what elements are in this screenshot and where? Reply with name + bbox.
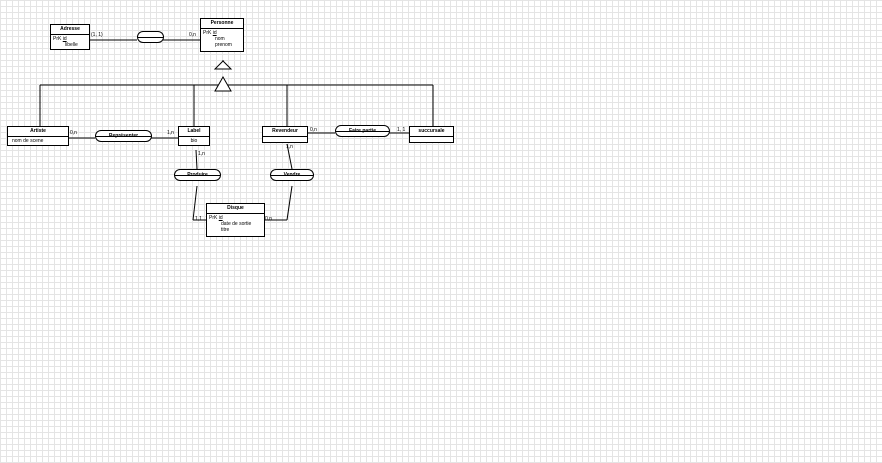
relation-produire[interactable]: Produire — [174, 169, 221, 181]
inheritance-triangle-top — [213, 60, 233, 70]
entity-adresse-attr: libelle — [65, 42, 78, 48]
entity-disque-title: Disque — [207, 204, 264, 214]
inheritance-triangle-bottom — [214, 75, 232, 92]
entity-disque-pk: id — [218, 215, 223, 221]
entity-personne-pk-label: PrK — [203, 30, 212, 36]
relation-represente[interactable]: Représenter — [95, 130, 152, 142]
entity-disque-pk-label: PrK — [209, 215, 218, 221]
entity-label-attr: bio — [190, 138, 198, 144]
entity-personne-body: PrK id nom prenom — [201, 29, 243, 51]
entity-adresse[interactable]: Adresse PrK id libelle — [50, 24, 90, 50]
entity-disque[interactable]: Disque PrK id date de sortie titre — [206, 203, 265, 237]
entity-disque-body: PrK id date de sortie titre — [207, 214, 264, 236]
cardinality-revendeur: 0,n — [310, 127, 317, 133]
cardinality-adresse: (1, 1) — [91, 32, 103, 38]
entity-revendeur[interactable]: Revendeur — [262, 126, 308, 143]
entity-artiste[interactable]: Artiste nom de scene — [7, 126, 69, 146]
cardinality-label-produire: 1,n — [198, 151, 205, 157]
cardinality-succursale: 1, 1 — [397, 127, 406, 133]
entity-succursale-body — [410, 137, 453, 142]
entity-personne[interactable]: Personne PrK id nom prenom — [200, 18, 244, 52]
entity-revendeur-title: Revendeur — [263, 127, 307, 137]
entity-artiste-title: Artiste — [8, 127, 68, 137]
entity-adresse-body: PrK id libelle — [51, 35, 89, 49]
entity-label[interactable]: Label bio — [178, 126, 210, 146]
connector-produire-disque — [192, 185, 198, 221]
cardinality-disque-produire: 1,1 — [195, 216, 202, 222]
entity-artiste-body: nom de scene — [8, 137, 68, 145]
cardinality-artiste: 0,n — [70, 130, 77, 136]
cardinality-disque-vendre: 0,n — [265, 216, 272, 222]
entity-label-body: bio — [179, 137, 209, 145]
cardinality-revendeur-vendre: 1,n — [286, 144, 293, 150]
connector-label-produire — [195, 149, 198, 170]
entity-personne-pk: id — [212, 30, 217, 36]
entity-succursale[interactable]: succursale — [409, 126, 454, 143]
relation-adresse-personne[interactable] — [137, 31, 164, 43]
connector-revendeur-vendre — [286, 143, 293, 170]
entity-revendeur-body — [263, 137, 307, 142]
relation-vendre[interactable]: Vendre — [270, 169, 314, 181]
entity-succursale-title: succursale — [410, 127, 453, 137]
entity-adresse-title: Adresse — [51, 25, 89, 35]
entity-adresse-pk-label: PrK — [53, 36, 62, 42]
entity-label-title: Label — [179, 127, 209, 137]
cardinality-label-represente: 1,n — [167, 130, 174, 136]
entity-personne-attr-prenom: prenom — [215, 42, 232, 48]
cardinality-personne: 0,n — [189, 32, 196, 38]
entity-adresse-pk: id — [62, 36, 67, 42]
entity-disque-attr-titre: titre — [221, 227, 230, 233]
entity-personne-title: Personne — [201, 19, 243, 29]
connector-vendre-disque — [286, 185, 293, 221]
entity-disque-attr-date: date de sortie — [221, 221, 252, 227]
entity-personne-attr-nom: nom — [215, 36, 225, 42]
relation-faire-partie[interactable]: Faire partie — [335, 125, 390, 137]
entity-artiste-attr: nom de scene — [12, 138, 44, 144]
